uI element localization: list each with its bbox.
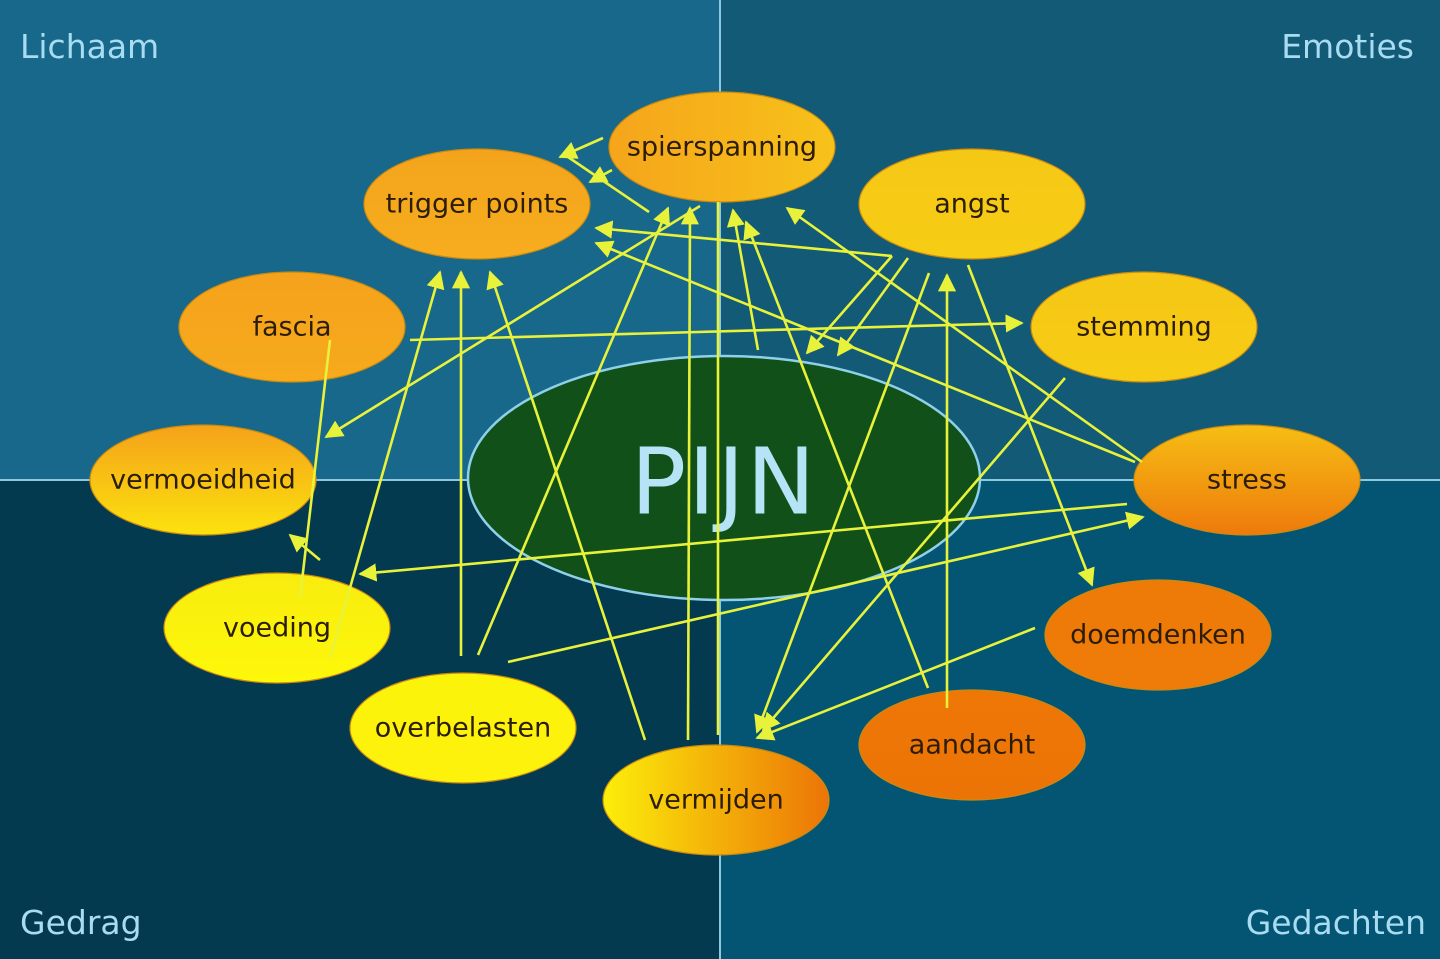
quadrant-label-lichaam: Lichaam bbox=[20, 27, 159, 66]
arrow-edge bbox=[836, 257, 910, 357]
node-label: doemdenken bbox=[1070, 620, 1246, 651]
arrow-edge bbox=[486, 270, 647, 741]
node-voeding[interactable]: voeding bbox=[163, 572, 391, 684]
arrow-edge bbox=[743, 220, 930, 689]
quadrant-label-gedrag: Gedrag bbox=[20, 903, 142, 942]
node-label: voeding bbox=[223, 613, 331, 644]
factor-nodes: spierspanning trigger points angst fascia st… bbox=[89, 91, 1361, 856]
node-stress[interactable]: stress bbox=[1133, 424, 1361, 536]
node-ellipse bbox=[1133, 424, 1361, 536]
node-label: trigger points bbox=[386, 189, 569, 220]
node-ellipse bbox=[602, 744, 830, 856]
node-ellipse bbox=[178, 271, 406, 383]
node-ellipse bbox=[1030, 271, 1258, 383]
node-vermijden[interactable]: vermijden bbox=[602, 744, 830, 856]
arrow-edge bbox=[324, 204, 701, 439]
line-edge bbox=[567, 155, 650, 214]
arrow-edge bbox=[726, 208, 760, 351]
node-ellipse bbox=[608, 91, 836, 203]
node-label: spierspanning bbox=[627, 132, 817, 163]
arrow-edge bbox=[594, 240, 1136, 464]
arrow-edge bbox=[409, 314, 1024, 342]
arrow-edge bbox=[328, 270, 445, 659]
arrow-edge bbox=[588, 166, 613, 184]
arrow-edge bbox=[288, 533, 321, 561]
center-label: PIJN bbox=[631, 429, 818, 536]
node-label: overbelasten bbox=[375, 713, 551, 744]
node-doemdenken[interactable]: doemdenken bbox=[1044, 579, 1272, 691]
node-label: fascia bbox=[252, 312, 331, 343]
node-aandacht[interactable]: aandacht bbox=[858, 689, 1086, 801]
node-ellipse bbox=[163, 572, 391, 684]
node-label: stress bbox=[1207, 465, 1287, 496]
node-ellipse bbox=[1044, 579, 1272, 691]
arrow-edge bbox=[966, 264, 1095, 587]
node-ellipse bbox=[89, 424, 317, 536]
arrow-edge bbox=[507, 511, 1145, 664]
arrow-edge bbox=[594, 220, 893, 258]
node-label: angst bbox=[934, 189, 1009, 220]
node-label: vermoeidheid bbox=[110, 465, 296, 496]
node-trigger-points[interactable]: trigger points bbox=[363, 148, 591, 260]
arrow-edge bbox=[761, 377, 1066, 732]
node-ellipse bbox=[363, 148, 591, 260]
arrow-edge bbox=[476, 206, 670, 656]
node-spierspanning[interactable]: spierspanning bbox=[608, 91, 836, 203]
line-edge bbox=[298, 339, 332, 599]
relation-arrows bbox=[288, 136, 1145, 741]
node-label: aandacht bbox=[909, 730, 1035, 761]
node-label: vermijden bbox=[648, 785, 783, 816]
arrow-edge bbox=[755, 626, 1036, 741]
node-ellipse bbox=[858, 689, 1086, 801]
arrow-edge bbox=[785, 206, 1143, 464]
node-vermoeidheid[interactable]: vermoeidheid bbox=[89, 424, 317, 536]
node-overbelasten[interactable]: overbelasten bbox=[349, 672, 577, 784]
node-ellipse bbox=[349, 672, 577, 784]
arrow-edge bbox=[680, 206, 700, 741]
arrow-edge bbox=[358, 502, 1128, 582]
quadrant-label-emoties: Emoties bbox=[1281, 27, 1414, 66]
arrow-edge bbox=[805, 255, 893, 355]
node-label: stemming bbox=[1076, 312, 1212, 343]
arrow-edge bbox=[754, 272, 931, 734]
node-ellipse bbox=[858, 148, 1086, 260]
arrow-edge bbox=[558, 136, 604, 159]
node-stemming[interactable]: stemming bbox=[1030, 271, 1258, 383]
quadrant-label-gedachten: Gedachten bbox=[1246, 903, 1426, 942]
node-angst[interactable]: angst bbox=[858, 148, 1086, 260]
node-fascia[interactable]: fascia bbox=[178, 271, 406, 383]
